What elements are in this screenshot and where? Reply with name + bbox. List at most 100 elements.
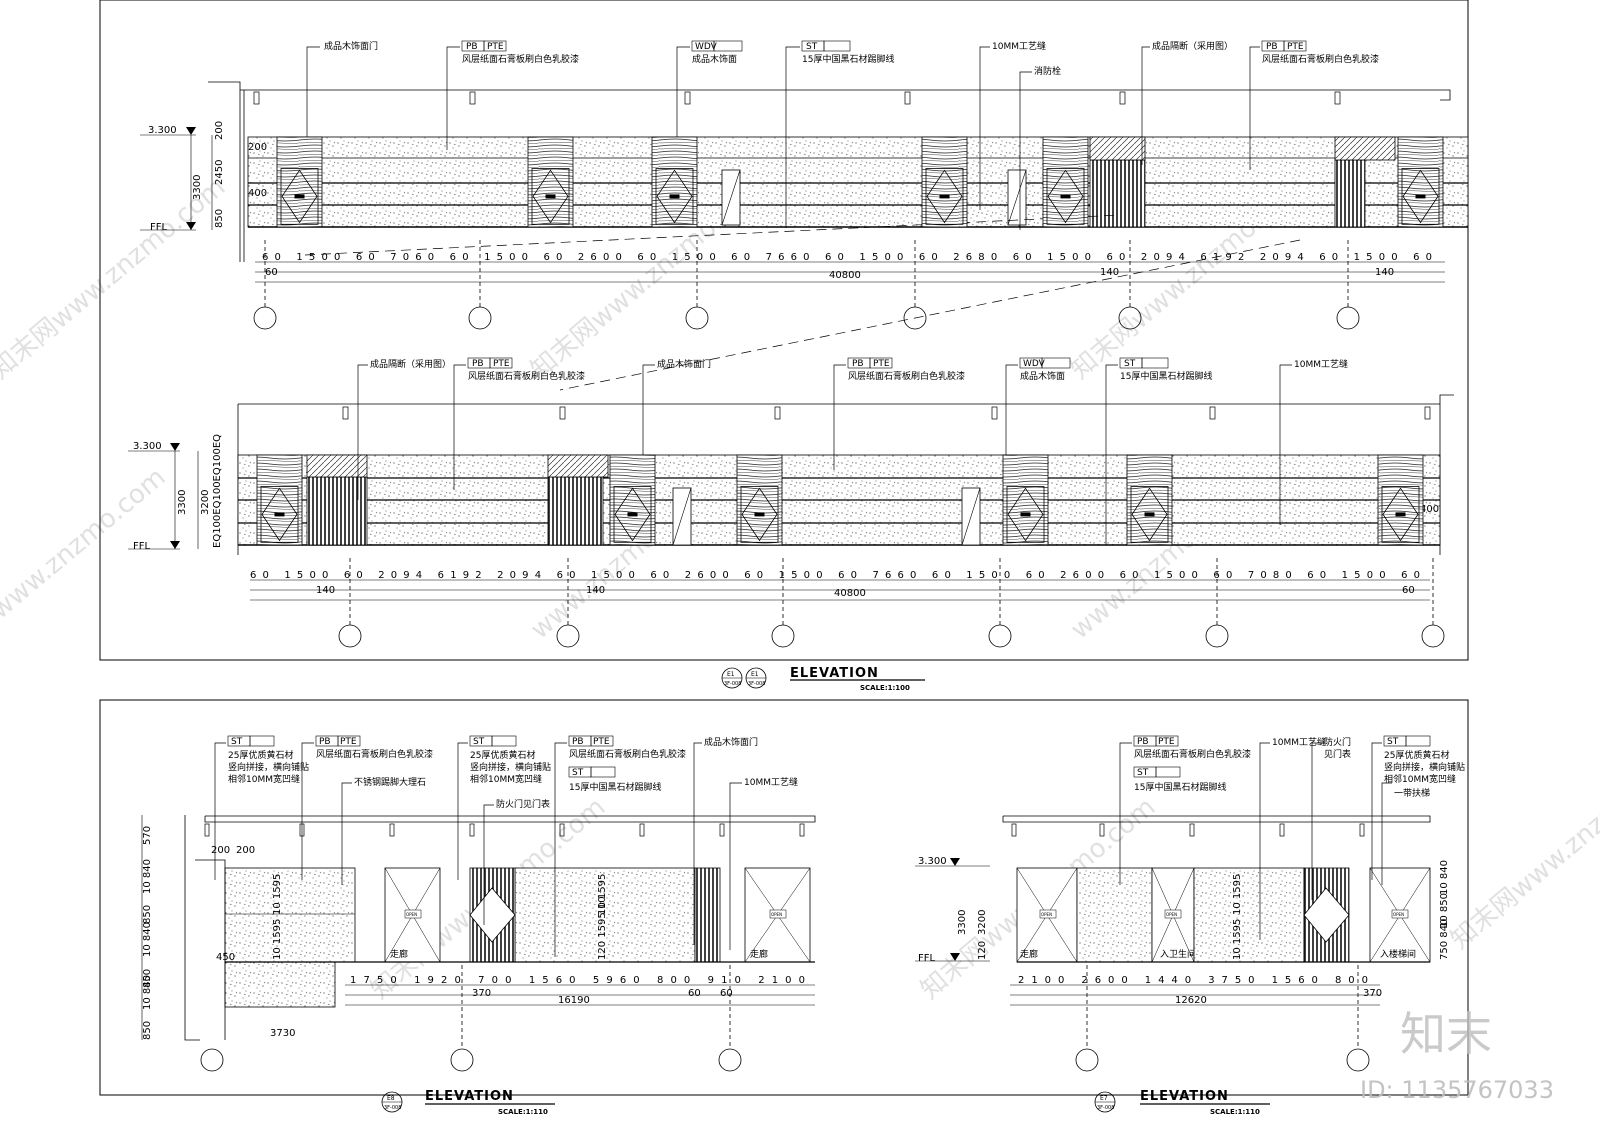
svg-text:140: 140 [586,585,605,596]
svg-text:ST: ST [806,42,818,52]
svg-text:3.300: 3.300 [133,441,162,452]
drawing-2-frame [99,699,1469,1096]
door-panel [1002,454,1049,546]
svg-text:10 840: 10 840 [1439,860,1450,895]
drawing-1-frame [99,0,1469,661]
lower-total-dim: 40800 [834,588,866,599]
upper-total-dim: 40800 [829,270,861,281]
svg-text:PB: PB [319,737,331,747]
svg-text:750 840: 750 840 [1439,919,1450,960]
svg-text:竖向拼接，横向铺贴: 竖向拼接，横向铺贴 [228,761,309,773]
upper-callouts [304,46,1301,391]
svg-text:1750 1920 700 1: 1750 1920 700 1560 5960 800 910 2100 [350,975,805,986]
svg-text:850: 850 [142,905,153,924]
svg-text:ST: ST [1137,768,1149,778]
door-panel [527,136,574,228]
svg-text:140: 140 [1100,267,1119,278]
svg-text:OPEN: OPEN [1041,912,1052,917]
svg-text:PB: PB [1137,737,1149,747]
svg-text:10MM工艺缝: 10MM工艺缝 [1294,358,1348,370]
svg-text:OPEN: OPEN [1166,912,1177,917]
drawing-1-title: ELEVATION [790,666,879,681]
svg-text:相邻10MM宽凹缝: 相邻10MM宽凹缝 [1384,773,1456,785]
elevation-e8: OPEN 走廊 OPEN 走廊 570 10 840 850 10 840 85… [141,815,816,1072]
brand-id-text: ID: 1135767033 [1360,1076,1554,1104]
door-panel [1377,454,1424,546]
drawing-1-title-block: E1 3F-008 E1 3F-008 ELEVATION SCALE:1:10… [721,666,925,692]
svg-text:200: 200 [248,142,267,153]
svg-text:PTE: PTE [1287,42,1304,52]
svg-text:10 840: 10 840 [142,975,153,1010]
svg-text:15厚中国黑石材踢脚线: 15厚中国黑石材踢脚线 [569,781,661,793]
svg-text:见门表: 见门表 [1324,748,1351,760]
svg-text:10 1595: 10 1595 [1232,874,1243,915]
svg-text:PTE: PTE [487,42,504,52]
svg-text:400: 400 [248,188,267,199]
svg-text:60: 60 [688,988,701,999]
svg-text:风层纸面石膏板刷白色乳胶漆: 风层纸面石膏板刷白色乳胶漆 [462,53,579,65]
door-panel [1042,136,1089,228]
svg-text:成品木饰面: 成品木饰面 [1020,370,1065,382]
svg-text:成品木饰面门: 成品木饰面门 [657,358,711,370]
door-panel [609,454,656,546]
brand-watermark: 知末 ID: 1135767033 [1360,1007,1554,1104]
svg-text:风层纸面石膏板刷白色乳胶漆: 风层纸面石膏板刷白色乳胶漆 [1134,748,1251,760]
door-panel [256,454,303,546]
upper-callout-labels: 成品木饰面门 PB PTE 风层纸面石膏板刷白色乳胶漆 WDV 成品木饰面 ST… [324,40,1379,77]
svg-text:10MM工艺缝: 10MM工艺缝 [744,776,798,788]
svg-text:PB: PB [572,737,584,747]
svg-text:3F-008: 3F-008 [724,681,741,687]
svg-text:入楼梯间: 入楼梯间 [1380,948,1416,960]
svg-text:防火门: 防火门 [1324,736,1351,748]
svg-text:120 1595 10: 120 1595 10 [597,896,608,960]
svg-text:风层纸面石膏板刷白色乳胶漆: 风层纸面石膏板刷白色乳胶漆 [569,748,686,760]
e7-total-dim: 12620 [1175,995,1207,1006]
e8-total-dim: 16190 [558,995,590,1006]
svg-text:ST: ST [1387,737,1399,747]
svg-text:3F-008: 3F-008 [384,1105,401,1111]
elevation-e7: OPEN 走廊 OPEN 入卫生间 OPEN 入楼梯间 3.300 FFL 33… [915,815,1450,1072]
door-panel [1397,136,1444,228]
svg-text:PTE: PTE [493,359,510,369]
svg-text:OPEN: OPEN [1393,912,1404,917]
svg-text:WDV: WDV [695,42,718,52]
svg-text:3300: 3300 [177,490,188,515]
svg-text:200: 200 [214,121,225,140]
svg-text:EQ100EQ100EQ100EQ: EQ100EQ100EQ100EQ [212,434,223,548]
svg-text:知末网www.znzmo.com: 知末网www.znzmo.com [0,172,231,385]
svg-text:成品木饰面: 成品木饰面 [692,53,737,65]
svg-text:200: 200 [236,845,255,856]
svg-text:风层纸面石膏板刷白色乳胶漆: 风层纸面石膏板刷白色乳胶漆 [848,370,965,382]
svg-text:消防栓: 消防栓 [1034,65,1061,77]
svg-text:PTE: PTE [1158,737,1175,747]
svg-text:3300: 3300 [192,175,203,200]
svg-text:3200: 3200 [200,490,211,515]
svg-text:10MM工艺缝: 10MM工艺缝 [992,40,1046,52]
svg-text:竖向拼接，横向铺贴: 竖向拼接，横向铺贴 [1384,761,1465,773]
svg-text:风层纸面石膏板刷白色乳胶漆: 风层纸面石膏板刷白色乳胶漆 [316,748,433,760]
upper-dim-row: 60 1500 60 7060 60 1500 60 2600 60 1500 … [262,252,1432,263]
svg-text:E8: E8 [387,1095,395,1102]
svg-text:25厚优质黄石材: 25厚优质黄石材 [1384,749,1449,761]
svg-text:走廊: 走廊 [390,948,408,960]
svg-text:10 840: 10 840 [142,922,153,957]
svg-text:60: 60 [720,988,733,999]
brand-logo-text: 知末 [1400,1007,1492,1061]
e8-callouts [214,742,742,957]
svg-text:相邻10MM宽凹缝: 相邻10MM宽凹缝 [228,773,300,785]
svg-text:成品木饰面门: 成品木饰面门 [704,736,758,748]
lower-callout-labels: 成品隔断（采用图） PB PTE 风层纸面石膏板刷白色乳胶漆 成品木饰面门 PB… [370,357,1348,382]
lower-callouts [357,364,1292,545]
svg-text:3F-008: 3F-008 [748,681,765,687]
svg-text:ST: ST [231,737,243,747]
svg-text:15厚中国黑石材踢脚线: 15厚中国黑石材踢脚线 [1120,370,1212,382]
svg-text:15厚中国黑石材踢脚线: 15厚中国黑石材踢脚线 [802,53,894,65]
svg-text:15厚中国黑石材踢脚线: 15厚中国黑石材踢脚线 [1134,781,1226,793]
door-panel [276,136,323,228]
drawing-1-scale: SCALE:1:100 [860,684,910,692]
svg-text:3300: 3300 [957,910,968,935]
svg-text:10MM工艺缝: 10MM工艺缝 [1272,736,1326,748]
svg-text:相邻10MM宽凹缝: 相邻10MM宽凹缝 [470,773,542,785]
e8-callout-labels: ST 25厚优质黄石材 竖向拼接，横向铺贴 相邻10MM宽凹缝 PB PTE 风… [227,735,798,810]
svg-text:850: 850 [142,969,153,988]
